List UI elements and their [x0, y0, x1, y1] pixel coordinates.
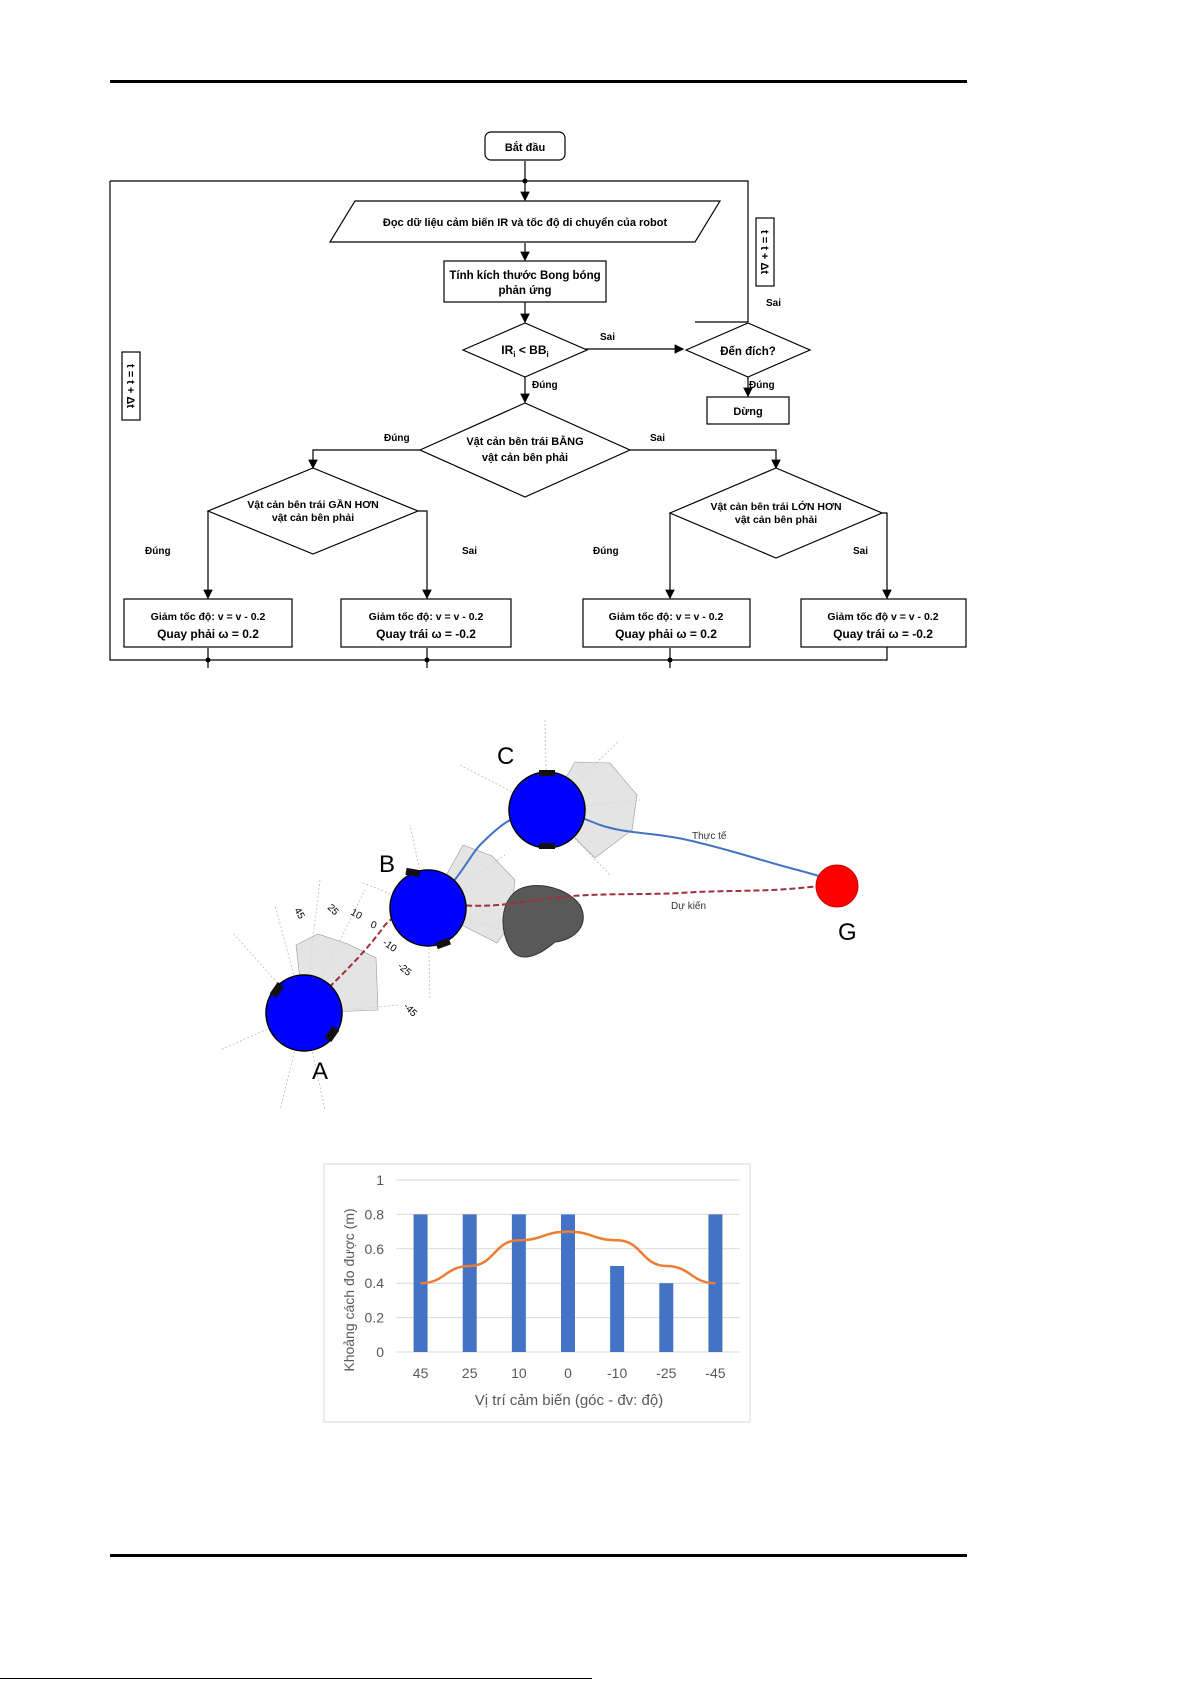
y-tick-label: 0.6	[365, 1241, 385, 1257]
sensor-distance-chart: 0 0.2 0.4 0.6 0.8 1 45 25 10 0 -10 -25 -45 Khoảng c…	[323, 1163, 751, 1423]
y-tick-label: 0.8	[365, 1206, 385, 1222]
footer-rule	[110, 1554, 967, 1557]
label-b: B	[379, 851, 395, 878]
bar	[561, 1214, 575, 1352]
obstacle	[502, 885, 584, 958]
stop-label: Dừng	[733, 406, 762, 418]
start-box	[484, 131, 566, 161]
x-tick-label: 45	[413, 1365, 429, 1381]
bar	[610, 1266, 625, 1352]
flowchart: Bắt đầu Đọc dữ liệu cảm biến IR và tốc đ…	[109, 131, 967, 668]
larger-dung-label: Đúng	[593, 546, 619, 557]
goal-check-diamond	[684, 322, 812, 378]
larger-diamond	[668, 467, 884, 559]
time-update-left: t = t + Δt	[124, 364, 136, 408]
equal-sai-label: Sai	[650, 433, 665, 444]
svg-text:Giảm tốc độ v = v - 0.2: Giảm tốc độ v = v - 0.2	[827, 611, 938, 623]
x-tick-label: -10	[607, 1365, 627, 1381]
stop-box	[706, 396, 790, 425]
ir-check-label: IRi < BBi	[501, 343, 548, 359]
x-tick-label: 10	[511, 1365, 527, 1381]
svg-text:Quay trái ω = -0.2: Quay trái ω = -0.2	[376, 627, 476, 641]
compute-line2: phản ứng	[498, 285, 551, 297]
robot-b	[389, 867, 467, 950]
equal-diamond	[418, 402, 632, 498]
x-axis-label: Vị trí cảm biến (góc - đv: độ)	[475, 1392, 663, 1409]
header-rule	[110, 80, 967, 83]
svg-text:Giảm tốc độ: v = v - 0.2: Giảm tốc độ: v = v - 0.2	[609, 611, 724, 623]
time-update-right: t = t + Δt	[758, 230, 770, 274]
x-tick-label: 0	[564, 1365, 572, 1381]
time-update-box-left	[121, 351, 141, 421]
read-sensor-label: Đọc dữ liệu cảm biến IR và tốc độ di chu…	[383, 217, 668, 229]
angle-label: -10	[380, 937, 399, 955]
actual-path-label: Thực tế	[692, 830, 727, 842]
svg-text:Quay phải ω = 0.2: Quay phải ω = 0.2	[157, 627, 259, 641]
svg-text:Giảm tốc độ: v = v - 0.2: Giảm tốc độ: v = v - 0.2	[151, 611, 266, 623]
equal-line1: Vật cản bên trái BẰNG	[466, 435, 583, 448]
y-axis-label: Khoảng cách đo được (m)	[341, 1208, 357, 1371]
svg-text:Giảm tốc độ: v = v - 0.2: Giảm tốc độ: v = v - 0.2	[369, 611, 484, 623]
equal-dung-label: Đúng	[384, 433, 410, 444]
action-box-2: Giảm tốc độ: v = v - 0.2 Quay trái ω = -…	[340, 598, 512, 648]
time-update-box-right	[755, 217, 775, 287]
x-tick-label: 25	[462, 1365, 478, 1381]
trajectory-figure: A B C G Thực tế Dự kiến 45 25 10 0 -10 -…	[219, 719, 859, 1110]
angle-label: -45	[401, 1001, 419, 1019]
action-box-3: Giảm tốc độ: v = v - 0.2 Quay phải ω = 0…	[582, 598, 751, 648]
closer-sai-label: Sai	[462, 546, 477, 557]
expected-path	[303, 884, 851, 1014]
x-tick-label: -45	[705, 1365, 725, 1381]
label-g: G	[838, 919, 857, 946]
y-tick-label: 0.4	[365, 1275, 385, 1291]
y-tick-label: 0.2	[365, 1310, 385, 1326]
compute-line1: Tính kích thước Bong bóng	[449, 270, 600, 282]
label-c: C	[497, 743, 514, 770]
angle-label: 45	[291, 906, 306, 922]
label-a: A	[312, 1058, 328, 1085]
bar	[511, 1214, 526, 1352]
robot-a	[265, 974, 343, 1052]
goal-sai-label: Sai	[766, 298, 781, 309]
start-label: Bắt đầu	[505, 141, 545, 154]
larger-sai-label: Sai	[853, 546, 868, 557]
angle-label: 0	[369, 919, 378, 931]
ir-dung-label: Đúng	[532, 380, 558, 391]
robot-c	[508, 770, 586, 849]
ir-check-diamond	[461, 322, 589, 378]
angle-label: -25	[395, 961, 413, 979]
y-tick-label: 1	[376, 1172, 384, 1188]
compute-box	[443, 260, 607, 303]
svg-text:Quay trái ω = -0.2: Quay trái ω = -0.2	[833, 627, 933, 641]
closer-line1: Vật cản bên trái GẦN HƠN	[247, 498, 378, 511]
x-tick-label: -25	[656, 1365, 676, 1381]
larger-line2: vật cản bên phải	[735, 514, 817, 526]
read-sensor-box	[328, 200, 722, 243]
ir-sai-label: Sai	[600, 332, 615, 343]
closer-line2: vật cản bên phải	[272, 512, 354, 524]
closer-diamond	[206, 467, 420, 555]
action-box-4: Giảm tốc độ v = v - 0.2 Quay trái ω = -0…	[800, 598, 967, 648]
y-tick-label: 0	[376, 1344, 384, 1360]
goal-dung-label: Đúng	[749, 380, 775, 391]
expected-path-label: Dự kiến	[671, 900, 706, 912]
line-series	[420, 1230, 716, 1285]
larger-line1: Vật cản bên trái LỚN HƠN	[710, 500, 841, 513]
angle-label: 25	[325, 902, 341, 918]
footnote-rule	[0, 1678, 592, 1679]
chart-frame	[323, 1163, 751, 1423]
equal-line2: vật cản bên phải	[482, 452, 568, 464]
angle-label: 10	[349, 907, 365, 922]
loop-border	[110, 180, 749, 322]
bar	[659, 1283, 674, 1352]
goal-check-label: Đến đích?	[720, 346, 776, 358]
bar	[462, 1214, 477, 1352]
action-box-1: Giảm tốc độ: v = v - 0.2 Quay phải ω = 0…	[123, 598, 293, 648]
goal-marker	[815, 864, 859, 908]
loop-left	[109, 181, 888, 661]
actual-path	[427, 809, 851, 909]
svg-text:Quay phải ω = 0.2: Quay phải ω = 0.2	[615, 627, 717, 641]
closer-dung-label: Đúng	[145, 546, 171, 557]
